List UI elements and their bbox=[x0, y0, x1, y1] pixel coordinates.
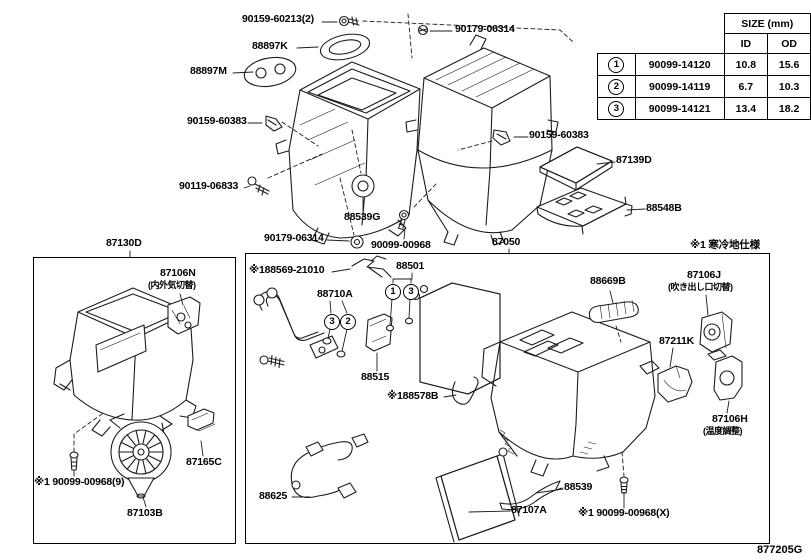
clip-90159-60383-right-icon bbox=[492, 129, 511, 146]
section-box-87130 bbox=[33, 257, 236, 544]
label-87050: 87050 bbox=[492, 236, 521, 248]
label-87106J-sub: (吹き出し口切替) bbox=[668, 282, 733, 292]
size-table-col-id: ID bbox=[723, 33, 769, 54]
heater-case-left-drawing bbox=[275, 61, 421, 245]
label-87130D: 87130D bbox=[106, 237, 142, 249]
label-88897K: 88897K bbox=[252, 40, 288, 52]
label-87106N-sub: (内外気切替) bbox=[148, 280, 196, 290]
label-90159-60383-right: 90159-60383 bbox=[529, 129, 589, 141]
label-noteX-90099-00968: ※1 90099-00968(X) bbox=[578, 507, 670, 519]
id-cell: 10.8 bbox=[723, 53, 769, 76]
expansion-valve-88515-drawing bbox=[365, 313, 393, 352]
label-87106H: 87106H bbox=[712, 413, 748, 425]
od-cell: 18.2 bbox=[767, 97, 811, 120]
part-number-cell: 90099-14120 bbox=[634, 53, 725, 76]
pad-88897M-icon bbox=[243, 56, 297, 88]
label-90179-06314-top: 90179-06314 bbox=[455, 23, 515, 35]
hose-88539-drawing bbox=[499, 480, 563, 511]
od-cell: 10.3 bbox=[767, 75, 811, 98]
clip-90159-60383-left-icon bbox=[265, 115, 283, 132]
ref-circle-3-88710A: 3 bbox=[324, 314, 340, 330]
label-88539G: 88539G bbox=[344, 211, 381, 223]
label-87139D: 87139D bbox=[616, 154, 652, 166]
size-table-row: 3 90099-14121 13.4 18.2 bbox=[597, 97, 811, 120]
label-188569-21010: ※188569-21010 bbox=[249, 264, 325, 276]
label-cold-spec-note: ※1 寒冷地仕様 bbox=[690, 239, 760, 251]
label-88548B: 88548B bbox=[646, 202, 682, 214]
heater-case-right-drawing bbox=[405, 34, 559, 246]
section-box-87050 bbox=[245, 253, 770, 544]
bolt-90179-06314-top-icon bbox=[417, 24, 429, 36]
size-table-col-od: OD bbox=[767, 33, 811, 54]
air-filter-87139D-drawing bbox=[539, 146, 613, 191]
heater-core-87107A-drawing bbox=[435, 447, 520, 543]
label-188578B: ※188578B bbox=[387, 390, 439, 402]
part-number-cell: 90099-14121 bbox=[634, 97, 725, 120]
filter-case-88548B-drawing bbox=[536, 187, 633, 235]
hose-88669B-drawing bbox=[588, 299, 639, 324]
id-cell: 6.7 bbox=[723, 75, 769, 98]
label-87106H-sub: (温度調整) bbox=[703, 426, 743, 436]
pipe-188578B-drawing bbox=[451, 376, 479, 405]
figure-code: 877205G bbox=[757, 544, 803, 556]
servo-87211K-drawing bbox=[657, 365, 693, 403]
label-90159-60213: 90159-60213(2) bbox=[242, 13, 314, 25]
label-88897M: 88897M bbox=[190, 65, 227, 77]
size-table-row: 1 90099-14120 10.8 15.6 bbox=[597, 53, 811, 76]
label-88669B: 88669B bbox=[590, 275, 626, 287]
grommet-88897K-icon bbox=[319, 33, 371, 61]
screw-noteX-icon bbox=[619, 476, 629, 494]
ref-circle-3-88501: 3 bbox=[403, 284, 419, 300]
blower-motor-87103B-drawing bbox=[109, 413, 173, 499]
label-90179-06314-mid: 90179-06314 bbox=[264, 232, 324, 244]
ref-circle-1: 1 bbox=[608, 56, 625, 73]
servo-87106J-drawing bbox=[699, 311, 733, 353]
size-table: SIZE (mm) ID OD 1 90099-14120 10.8 15.6 … bbox=[597, 13, 811, 120]
label-90159-60383-left: 90159-60383 bbox=[187, 115, 247, 127]
label-88625: 88625 bbox=[259, 490, 288, 502]
label-88710A: 88710A bbox=[317, 288, 353, 300]
ref-circle-2: 2 bbox=[608, 78, 625, 95]
label-88539: 88539 bbox=[564, 481, 593, 493]
label-87103B: 87103B bbox=[127, 507, 163, 519]
grommet-88539G-icon bbox=[351, 174, 375, 198]
ref-circle-2-88710A: 2 bbox=[340, 314, 356, 330]
screw-90119-06833-icon bbox=[247, 176, 270, 196]
id-cell: 13.4 bbox=[723, 97, 769, 120]
label-87107A: 87107A bbox=[511, 504, 547, 516]
nut-90179-06314-mid-icon bbox=[350, 235, 364, 249]
od-cell: 15.6 bbox=[767, 53, 811, 76]
screw-90099-00968-icon bbox=[397, 209, 410, 231]
size-table-title: SIZE (mm) bbox=[723, 13, 811, 34]
label-90119-06833: 90119-06833 bbox=[179, 180, 239, 192]
part-number-cell: 90099-14119 bbox=[634, 75, 725, 98]
label-88501: 88501 bbox=[396, 260, 425, 272]
label-note9-90099-00968: ※1 90099-00968(9) bbox=[34, 476, 125, 488]
leader-lines bbox=[73, 21, 730, 513]
heater-unit-87050-drawing bbox=[481, 311, 660, 477]
label-87106N: 87106N bbox=[160, 267, 196, 279]
servo-87106H-drawing bbox=[707, 349, 743, 401]
wire-harness-88625-drawing bbox=[290, 433, 369, 499]
dashed-lines bbox=[73, 13, 625, 477]
servo-87106N-drawing bbox=[167, 296, 201, 335]
label-87106J: 87106J bbox=[687, 269, 721, 281]
clamp-188569-21010-icon bbox=[351, 255, 392, 278]
size-table-row: 2 90099-14119 6.7 10.3 bbox=[597, 75, 811, 98]
label-87211K: 87211K bbox=[659, 335, 695, 347]
ref-circle-1-88501: 1 bbox=[385, 284, 401, 300]
label-88515: 88515 bbox=[361, 371, 390, 383]
screw-90159-60213-icon bbox=[338, 15, 360, 27]
label-90099-00968: 90099-00968 bbox=[371, 239, 431, 251]
ref-circle-3: 3 bbox=[608, 100, 625, 117]
label-87165C: 87165C bbox=[186, 456, 222, 468]
resistor-87165C-drawing bbox=[187, 408, 216, 432]
